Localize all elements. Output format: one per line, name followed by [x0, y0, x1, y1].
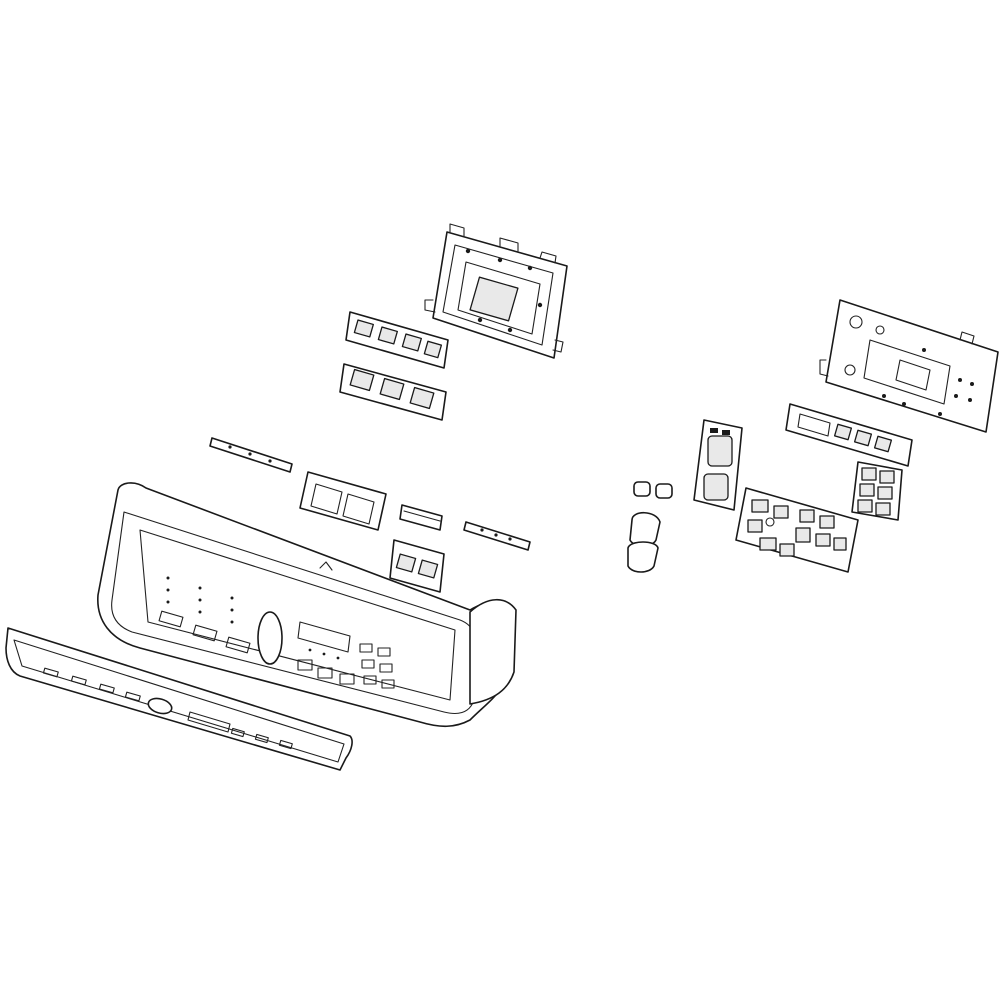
button-module-lower: [339, 363, 447, 421]
key-grid-module: [851, 461, 903, 521]
light-pipe-strip: [209, 437, 293, 473]
display-holder: [693, 419, 743, 511]
lens-covers: [627, 511, 661, 573]
control-panel-housing: [97, 482, 517, 728]
lower-control-board: [735, 487, 859, 573]
display-gasket-frame: [299, 471, 387, 531]
right-button-strip: [785, 403, 913, 467]
button-module-upper: [345, 311, 449, 369]
button-holder: [389, 539, 445, 593]
lower-trim-bar: [5, 627, 353, 771]
connector-strip: [463, 521, 531, 551]
upper-control-board: [819, 299, 999, 433]
small-button-bracket: [399, 504, 443, 531]
main-control-board-bracket: [424, 223, 568, 359]
small-button-caps: [633, 481, 673, 499]
